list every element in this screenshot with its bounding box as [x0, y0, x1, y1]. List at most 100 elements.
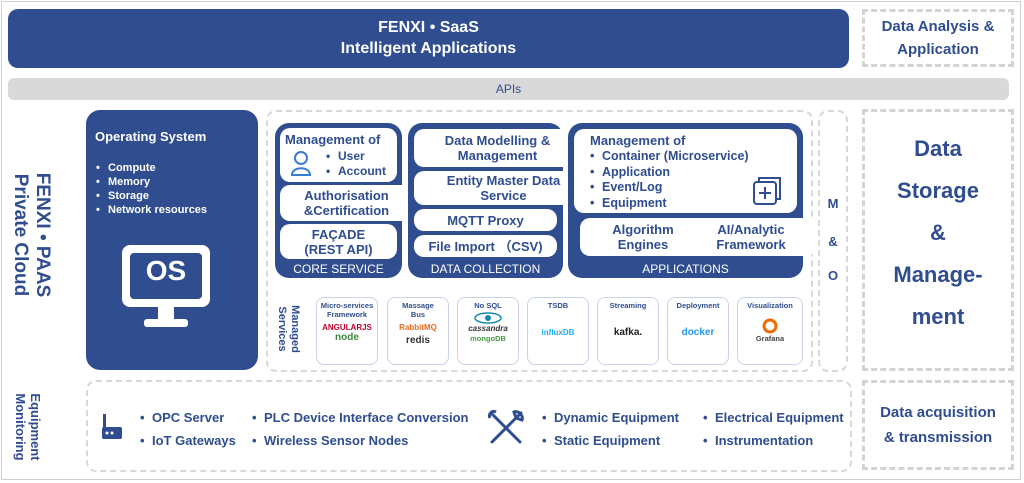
data-acquisition-label: Data acquisition & transmission — [880, 404, 996, 446]
os-panel: Operating System Compute Memory Storage … — [86, 110, 258, 370]
equipment-item: Dynamic Equipment — [542, 406, 679, 429]
app-mgmt-item: Container (Microservice) — [590, 149, 749, 165]
data-analysis-label: Data Analysis & Application — [881, 18, 995, 58]
angularjs-logo: ANGULARJS — [322, 323, 372, 332]
entity-master-label: Entity Master Data Service — [446, 173, 561, 203]
ms-title: TSDB — [547, 301, 569, 310]
auth-label: Authorisation &Certification — [303, 188, 390, 218]
paas-line-2: Private Cloud — [10, 173, 31, 297]
microservices-card: Micro-services Framework ANGULARJS node — [316, 297, 378, 365]
facade-line-2: (REST API) — [304, 241, 373, 257]
redis-logo: redis — [406, 335, 430, 346]
app-mgmt-item: Equipment — [590, 196, 749, 212]
equipment-col-1: OPC Server IoT Gateways — [140, 406, 236, 452]
mongodb-logo: mongoDB — [470, 334, 506, 343]
cassandra-eye-icon — [474, 312, 502, 324]
os-item: Network resources — [96, 203, 207, 217]
equipment-item: Wireless Sensor Nodes — [252, 429, 468, 452]
storage-line-3: & — [930, 220, 946, 245]
ms-title: No SQL — [474, 301, 502, 310]
equipment-container — [86, 380, 852, 472]
core-mgmt-item: User — [326, 149, 386, 164]
router-icon — [102, 414, 122, 439]
ms-title: Massage Bus — [402, 301, 434, 319]
message-bus-card: Massage Bus RabbitMQ redis — [387, 297, 449, 365]
equipment-vertical-label: Equipment Monitoring — [8, 382, 48, 472]
authorisation-card: Authorisation &Certification — [280, 185, 413, 221]
data-modelling-label: Data Modelling & Management — [444, 133, 551, 163]
storage-line-2: Storage — [897, 178, 979, 203]
nodejs-logo: node — [335, 332, 359, 343]
os-item: Compute — [96, 161, 207, 175]
app-management-card: Management of Container (Microservice) A… — [574, 129, 797, 213]
os-items: Compute Memory Storage Network resources — [96, 161, 207, 217]
data-acquisition-box: Data acquisition & transmission — [862, 380, 1014, 470]
algorithm-label: Algorithm Engines — [612, 222, 674, 252]
data-analysis-box: Data Analysis & Application — [862, 9, 1014, 67]
saas-subtitle: Intelligent Applications — [340, 40, 517, 57]
ai-framework-card: AI/Analytic Framework — [686, 218, 816, 256]
app-mgmt-items: Container (Microservice) Application Eve… — [590, 149, 749, 211]
ai-label: AI/Analytic Framework — [716, 222, 786, 252]
tsdb-card: TSDB influxDB — [527, 297, 589, 365]
paas-line-1: FENXI • PAAS — [32, 172, 53, 298]
ms-title: Visualization — [747, 301, 793, 310]
streaming-card: Streaming kafka. — [597, 297, 659, 365]
file-import-card: File Import （CSV) — [414, 235, 557, 257]
equipment-item: Static Equipment — [542, 429, 679, 452]
equipment-item: Instrumentation — [703, 429, 844, 452]
equipment-item: Electrical Equipment — [703, 406, 844, 429]
managed-services-text: Managed Services — [276, 305, 301, 353]
ms-title: Deployment — [676, 301, 720, 310]
os-badge: OS — [145, 255, 187, 286]
core-service-panel: Management of User Account Authorisation… — [275, 123, 413, 278]
rabbitmq-logo: RabbitMQ — [399, 323, 437, 332]
user-icon — [290, 151, 312, 176]
data-collection-panel: Data Modelling & Management Entity Maste… — [408, 123, 593, 278]
equipment-item: OPC Server — [140, 406, 236, 429]
equipment-item: PLC Device Interface Conversion — [252, 406, 468, 429]
storage-line-1: Data — [914, 136, 962, 161]
equip-line-2: Monitoring — [13, 393, 28, 461]
mqtt-proxy-card: MQTT Proxy — [414, 209, 557, 231]
equip-line-1: Equipment — [28, 393, 43, 461]
ms-title: Micro-services Framework — [320, 301, 374, 319]
apis-bar: APIs — [8, 78, 1009, 100]
facade-card: FAÇADE (REST API) — [280, 224, 397, 259]
cassandra-logo: cassandra — [468, 324, 508, 333]
app-mgmt-title: Management of — [590, 133, 686, 148]
os-title: Operating System — [95, 129, 207, 144]
equipment-item: IoT Gateways — [140, 429, 236, 452]
mo-o: O — [827, 268, 839, 283]
os-item: Memory — [96, 175, 207, 189]
algorithm-engines-card: Algorithm Engines — [580, 218, 706, 256]
entity-master-card: Entity Master Data Service — [414, 171, 593, 205]
storage-line-4: Manage- — [893, 262, 983, 287]
os-item: Storage — [96, 189, 207, 203]
applications-panel: Management of Container (Microservice) A… — [568, 123, 816, 278]
core-mgmt-items: User Account — [326, 149, 386, 179]
m-and-o-box: M & O — [818, 110, 848, 372]
file-import-label: File Import （CSV) — [428, 238, 543, 254]
core-service-label: CORE SERVICE — [293, 262, 384, 276]
app-mgmt-item: Event/Log — [590, 180, 749, 196]
monitor-icon — [122, 245, 210, 327]
data-modelling-card: Data Modelling & Management — [414, 129, 581, 167]
data-storage-box: Data Storage & Manage- ment — [862, 109, 1014, 371]
data-collection-label: DATA COLLECTION — [430, 262, 541, 276]
mo-m: M — [827, 196, 839, 211]
apis-label: APIs — [495, 82, 522, 96]
deployment-card: Deployment docker — [667, 297, 729, 365]
saas-title: FENXI • SaaS — [378, 19, 479, 36]
storage-line-5: ment — [911, 304, 965, 329]
equipment-col-4: Electrical Equipment Instrumentation — [703, 406, 844, 452]
add-container-icon — [753, 177, 781, 205]
applications-label: APPLICATIONS — [642, 262, 729, 276]
tools-icon — [488, 410, 524, 444]
facade-line-1: FAÇADE — [311, 226, 366, 242]
managed-services-label: Managed Services — [272, 296, 304, 362]
equipment-col-2: PLC Device Interface Conversion Wireless… — [252, 406, 468, 452]
app-mgmt-item: Application — [590, 165, 749, 181]
nosql-card: No SQL cassandra mongoDB — [457, 297, 519, 365]
